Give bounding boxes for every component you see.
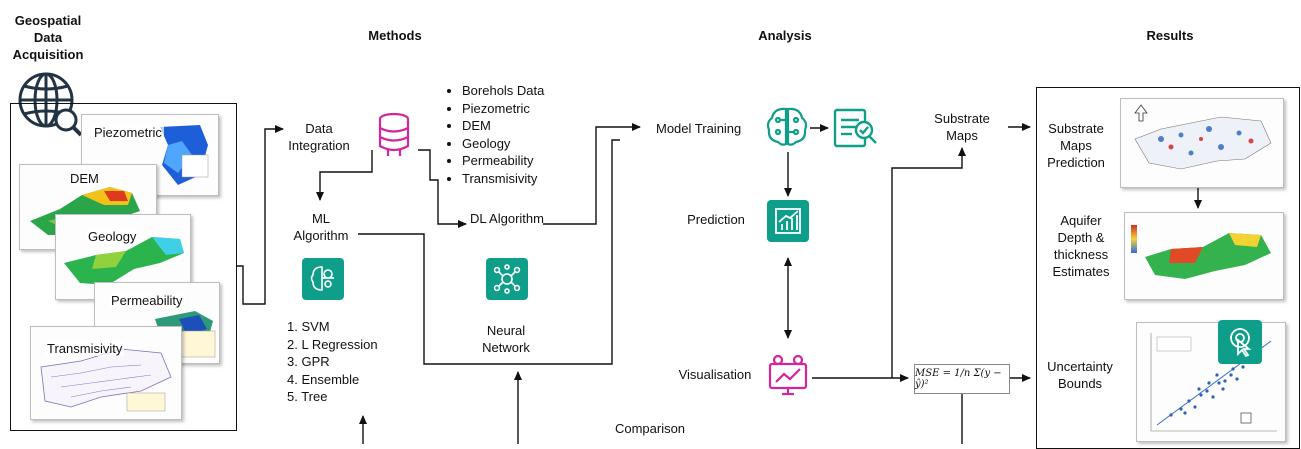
header-acquisition: Geospatial Data Acquisition <box>2 12 94 63</box>
inputs-box <box>10 103 237 431</box>
model-training-label: Model Training <box>656 121 742 136</box>
arrow-db-to-ml <box>316 150 373 201</box>
data-integration-label: Data Integration <box>288 121 350 153</box>
data-list: Borehols DataPiezometricDEMGeologyPermea… <box>444 82 574 187</box>
arrow-ml-route <box>358 139 620 365</box>
header-analysis: Analysis <box>758 28 812 43</box>
database-icon <box>376 112 412 156</box>
header-results: Results <box>1146 28 1194 43</box>
ml-model-item: 3. GPR <box>287 354 330 369</box>
ml-model-item: 4. Ensemble <box>287 371 360 387</box>
ml-model-item: 1. SVM <box>287 319 330 334</box>
arrow-db-to-dl <box>418 149 467 228</box>
uncertainty-scatter <box>1136 322 1286 442</box>
neural-network-label: Neural Network <box>482 323 530 355</box>
data-list-item: Borehols Data <box>462 82 574 100</box>
arrow-inputs-to-integration <box>236 125 284 305</box>
aquifer-map-graphic <box>1131 225 1271 279</box>
card-title-permeability: Permeability <box>109 293 185 308</box>
card-transmisivity: Transmisivity <box>30 326 182 420</box>
uncertainty-scatter-graphic <box>1150 333 1277 432</box>
arrow-dl-to-training <box>543 123 641 225</box>
globe-search-icon <box>14 68 84 138</box>
result-uncertainty-label: Uncertainty Bounds <box>1047 359 1113 391</box>
card-title-geology: Geology <box>86 229 139 244</box>
document-search-icon <box>832 106 878 150</box>
result-aquifer-label: Aquifer Depth & thickness Estimates <box>1052 213 1110 279</box>
dl-algorithm-label: DL Algorithm <box>470 211 544 226</box>
substrate-maps-label: Substrate Maps <box>934 111 990 143</box>
data-list-item: Geology <box>462 135 574 153</box>
piezometric-map <box>160 125 209 185</box>
ml-algorithm-label: ML Algorithm <box>293 211 349 243</box>
mse-formula: MSE = 1/n Σ(y − ŷ)² <box>915 368 1002 390</box>
substrate-prediction-map <box>1120 98 1284 188</box>
aquifer-depth-map <box>1124 212 1284 300</box>
data-list-item: DEM <box>462 117 574 135</box>
ml-model-item: 5. Tree <box>287 389 328 404</box>
header-methods: Methods <box>368 28 422 43</box>
card-title-dem: DEM <box>68 171 101 186</box>
mse-formula-box: MSE = 1/n Σ(y − ŷ)² <box>914 364 1010 394</box>
card-title-piezometric: Piezometric <box>92 125 164 140</box>
data-list-item: Permeability <box>462 152 574 170</box>
geology-map <box>64 237 184 285</box>
growth-chart-icon <box>767 200 809 242</box>
comparison-label: Comparison <box>614 421 686 436</box>
ml-model-item: 2. L Regression <box>287 336 378 352</box>
substrate-map-graphic <box>1134 104 1272 170</box>
prediction-label: Prediction <box>687 212 745 227</box>
card-geology: Geology <box>55 214 191 300</box>
ml-models-list: 1. SVM 2. L Regression 3. GPR 4. Ensemble 5.… <box>287 318 407 406</box>
card-title-transmisivity: Transmisivity <box>45 341 125 356</box>
analytics-monitor-icon <box>764 352 812 400</box>
data-list-item: Piezometric <box>462 100 574 118</box>
data-list-item: Transmisivity <box>462 170 574 188</box>
visualisation-label: Visualisation <box>678 367 752 382</box>
neural-network-icon <box>486 258 528 300</box>
brain-circuit-icon <box>764 104 810 150</box>
arrow-to-substrate <box>891 147 966 378</box>
result-substrate-label: Substrate Maps Prediction <box>1047 121 1105 170</box>
brain-gears-icon <box>302 258 344 300</box>
transmisivity-map <box>40 348 172 412</box>
header-acquisition-text: Geospatial Data Acquisition <box>12 13 84 62</box>
touch-ring-icon <box>1218 320 1262 364</box>
